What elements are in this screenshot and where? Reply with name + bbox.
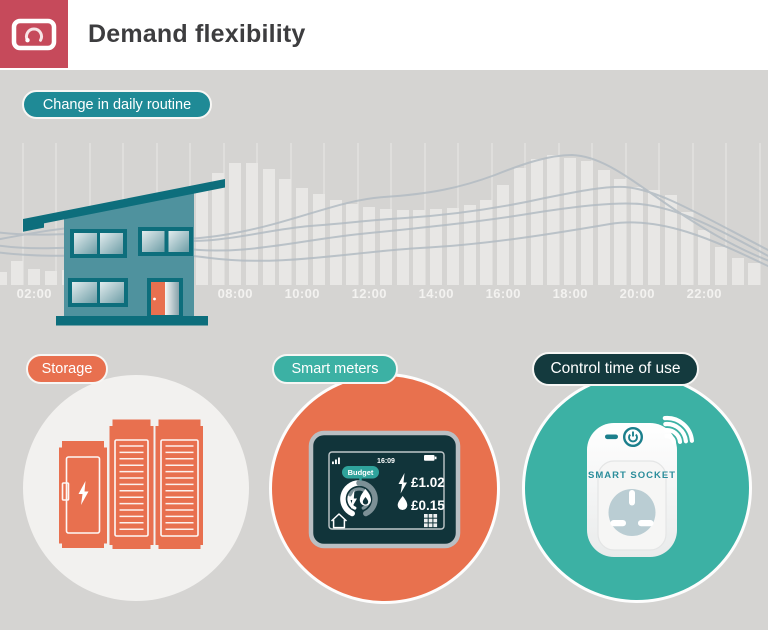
control-time-of-use-circle <box>522 373 752 603</box>
demand-bar <box>614 179 627 285</box>
demand-bar <box>530 159 543 285</box>
demand-bar <box>597 170 610 285</box>
demand-bar <box>631 187 643 285</box>
demand-bar <box>329 200 342 285</box>
demand-bar <box>413 210 426 285</box>
x-tick-label: 02:00 <box>16 286 52 301</box>
demand-bar <box>647 190 660 285</box>
house-illustration <box>23 179 225 326</box>
x-tick-label: 22:00 <box>686 286 722 301</box>
demand-bar <box>731 258 744 285</box>
x-tick-label: 14:00 <box>418 286 454 301</box>
demand-bar <box>28 269 40 285</box>
gauge-icon <box>11 18 57 51</box>
demand-bar <box>446 208 459 285</box>
demand-bar <box>430 209 442 285</box>
x-tick-label: 20:00 <box>619 286 655 301</box>
storage-circle <box>23 375 249 601</box>
demand-bar <box>714 247 727 285</box>
demand-bar <box>547 155 560 285</box>
demand-bar <box>480 200 493 285</box>
demand-bar <box>379 209 392 285</box>
demand-bar <box>363 207 375 285</box>
smart-meters-circle <box>269 373 500 604</box>
house-lower-windows <box>68 278 128 307</box>
demand-bar <box>312 194 325 285</box>
page-title: Demand flexibility <box>88 20 306 48</box>
demand-bar <box>245 163 258 285</box>
x-tick-label: 16:00 <box>485 286 521 301</box>
demand-bar <box>497 185 509 285</box>
demand-bar <box>44 271 57 285</box>
door-handle <box>153 297 156 301</box>
demand-bar <box>0 272 7 285</box>
demand-bar <box>681 212 694 285</box>
label-smart-meters: Smart meters <box>272 354 398 384</box>
demand-bar <box>664 195 677 285</box>
demand-bar <box>279 179 292 285</box>
x-tick-label: 12:00 <box>351 286 387 301</box>
demand-bar <box>346 204 359 285</box>
demand-bar <box>296 188 308 285</box>
house-base <box>56 316 208 326</box>
label-change-in-daily-routine: Change in daily routine <box>22 90 212 119</box>
demand-bar <box>463 205 476 285</box>
demand-bar <box>513 168 526 285</box>
header: Demand flexibility <box>0 0 768 70</box>
app-logo <box>0 0 68 68</box>
demand-bar <box>396 210 409 285</box>
label-storage: Storage <box>26 354 108 384</box>
demand-bar <box>262 169 275 285</box>
label-control-time-of-use: Control time of use <box>532 352 699 386</box>
house-door <box>147 278 183 318</box>
x-tick-label: 08:00 <box>217 286 253 301</box>
demand-bar <box>580 161 593 285</box>
demand-bar <box>698 230 710 285</box>
x-tick-label: 18:00 <box>552 286 588 301</box>
demand-bar <box>564 158 576 285</box>
x-tick-label: 10:00 <box>284 286 320 301</box>
demand-bar <box>748 263 761 285</box>
